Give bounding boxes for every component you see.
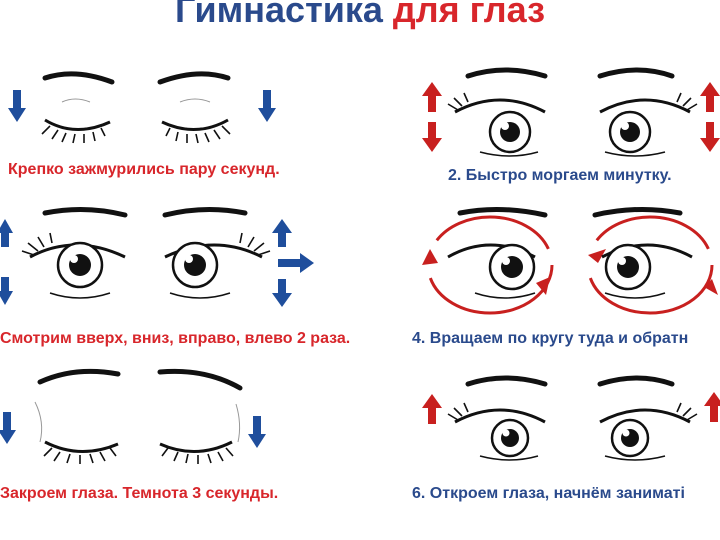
title-part1: Гимнастика [175,0,383,30]
open-eyes-icon [422,375,720,461]
down-arrow-icon [700,122,720,152]
up-arrow-icon [704,392,720,422]
up-arrow-icon [422,82,442,112]
up-arrow-icon [0,219,13,247]
exercise-3-caption: Смотрим вверх, вниз, вправо, влево 2 раз… [0,330,351,347]
exercise-2-illustration: 2. Быстро моргаем минутку. [360,60,720,230]
up-arrow-icon [272,219,292,247]
exercise-2-caption: 2. Быстро моргаем минутку. [448,167,672,184]
exercise-3-illustration: Смотрим вверх, вниз, вправо, влево 2 раз… [0,205,360,375]
exercise-4-illustration: 4. Вращаем по кругу туда и обратн [360,205,720,375]
down-arrow-icon [258,90,276,122]
looking-eyes-icon [0,206,314,307]
rotating-eyes-icon [422,206,718,315]
exercise-1-caption: Крепко зажмурились пару секунд. [8,161,280,178]
right-arrow-icon [278,253,314,273]
down-arrow-icon [272,279,292,307]
down-arrow-icon [0,277,13,305]
down-arrow-icon [8,90,26,122]
title-part2: для глаз [392,0,545,30]
down-arrow-icon [0,412,16,444]
up-arrow-icon [422,394,442,424]
exercise-6-illustration: 6. Откроем глаза, начнём заниматі [360,362,720,532]
open-eyes-icon [422,67,720,157]
exercise-6-caption: 6. Откроем глаза, начнём заниматі [412,485,685,502]
closed-eyes-icon [0,368,266,464]
down-arrow-icon [422,122,442,152]
down-arrow-icon [248,416,266,448]
exercise-5-caption: Закроем глаза. Темнота 3 секунды. [0,485,279,502]
exercise-4-caption: 4. Вращаем по кругу туда и обратн [412,330,689,347]
up-arrow-icon [700,82,720,112]
page-title: Гимнастика для глаз [0,0,720,32]
exercise-1-illustration: Крепко зажмурились пару секунд. [0,60,360,230]
closed-eyes-icon [8,71,276,144]
exercise-5-illustration: Закроем глаза. Темнота 3 секунды. [0,362,360,532]
